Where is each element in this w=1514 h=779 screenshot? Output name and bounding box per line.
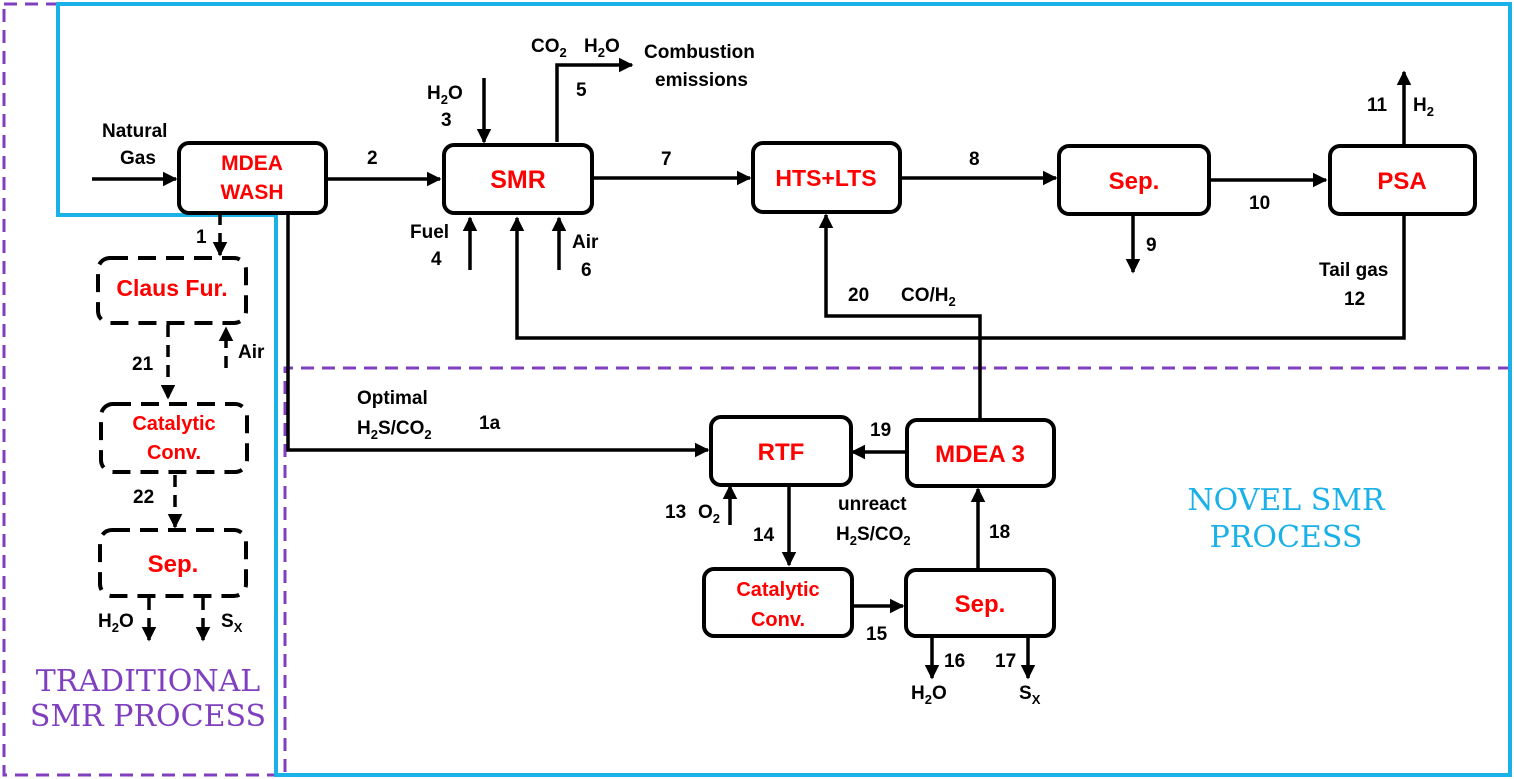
co2-label: CO2 [531,36,567,60]
claus-furnace-box [96,256,248,325]
catalytic-conv-trad-label-line2: Conv. [147,442,201,464]
novel-process-boundary [56,2,1512,777]
catalytic-conv-novel-box [702,567,854,638]
stream-5-label: 5 [576,80,587,101]
catalytic-conv-trad-box [99,402,249,474]
rtf-box [709,415,853,487]
h2o-stream-3-label: H2O [427,83,463,107]
mdea3-box [905,418,1056,488]
sx-trad-label: SX [221,611,243,635]
stream-3-label: 3 [441,110,452,131]
natural-gas-label-line1: Natural [102,121,167,142]
hts-lts-box [751,141,902,214]
stream-17-label: 17 [995,651,1016,672]
sx-novel-label: SX [1019,683,1041,707]
sep-novel-label: Sep. [955,591,1006,618]
h2-product-label: H2 [1413,95,1434,119]
catalytic-conv-trad-label-line1: Catalytic [132,413,215,435]
tail-gas-label: Tail gas [1319,260,1388,281]
sep-top-label: Sep. [1109,168,1160,195]
rtf-label: RTF [758,439,805,466]
o2-label: O2 [698,502,720,526]
stream-20-line [818,213,982,418]
co-h2-label: CO/H2 [901,285,956,309]
mdea3-label: MDEA 3 [935,441,1025,468]
traditional-process-title-line1: TRADITIONAL [36,664,261,699]
stream-4-label: 4 [431,249,442,270]
sep-box-top [1057,144,1211,216]
stream-8-label: 8 [969,149,980,170]
mdea-wash-box [177,141,328,215]
mdea-wash-label-line2: WASH [221,181,284,204]
smr-label: SMR [490,166,546,194]
stream-14-label: 14 [753,525,775,546]
h2o-novel-label: H2O [911,683,947,707]
stream-5-line [555,57,634,142]
stream-2-label: 2 [367,148,378,169]
hts-lts-label: HTS+LTS [775,165,876,191]
unreact-label: unreact [838,494,907,515]
stream-11-label: 11 [1367,95,1388,116]
stream-12-line [509,216,1406,340]
stream-9-label: 9 [1146,235,1157,256]
stream-1-label: 1 [196,227,207,248]
stream-13-label: 13 [665,502,686,523]
air-claus-label: Air [238,342,265,363]
sep-trad-label: Sep. [148,551,199,578]
h2o-trad-label: H2O [98,611,134,635]
psa-box [1328,144,1477,216]
stream-6-label: 6 [581,260,592,281]
stream-20-label: 20 [848,285,869,306]
combustion-emissions-label-line1: Combustion [644,42,755,63]
fuel-label: Fuel [410,222,449,243]
stream-1a-label: 1a [479,413,501,434]
h2s-co2-optimal-label: H2S/CO2 [357,418,432,442]
h2o-emission-label: H2O [584,36,620,60]
stream-12-label: 12 [1344,289,1365,310]
catalytic-conv-novel-label-line2: Conv. [751,609,805,631]
combustion-emissions-label-line2: emissions [655,70,748,91]
mdea-wash-label-line1: MDEA [221,152,283,175]
stream-19-label: 19 [870,420,891,441]
stream-21-label: 21 [132,354,154,375]
traditional-process-title-line2: SMR PROCESS [30,699,266,734]
h2s-co2-unreact-label: H2S/CO2 [836,524,911,548]
sep-box-novel [904,568,1056,638]
stream-16-label: 16 [944,651,965,672]
stream-1a-line [286,213,710,458]
natural-gas-label-line2: Gas [120,148,156,169]
novel-process-title-line2: PROCESS [1210,520,1363,555]
stream-10-label: 10 [1249,193,1270,214]
catalytic-conv-novel-label-line1: Catalytic [736,579,819,601]
novel-process-title-line1: NOVEL SMR [1187,483,1386,518]
claus-furnace-label: Claus Fur. [116,275,227,301]
air-smr-label: Air [572,232,599,253]
stream-18-label: 18 [989,522,1010,543]
stream-15-label: 15 [866,624,888,645]
stream-7-label: 7 [661,149,672,170]
stream-22-label: 22 [133,487,154,508]
smr-box [442,143,594,215]
sep-box-trad [98,528,248,598]
psa-label: PSA [1377,168,1426,195]
optimal-label: Optimal [357,388,428,409]
